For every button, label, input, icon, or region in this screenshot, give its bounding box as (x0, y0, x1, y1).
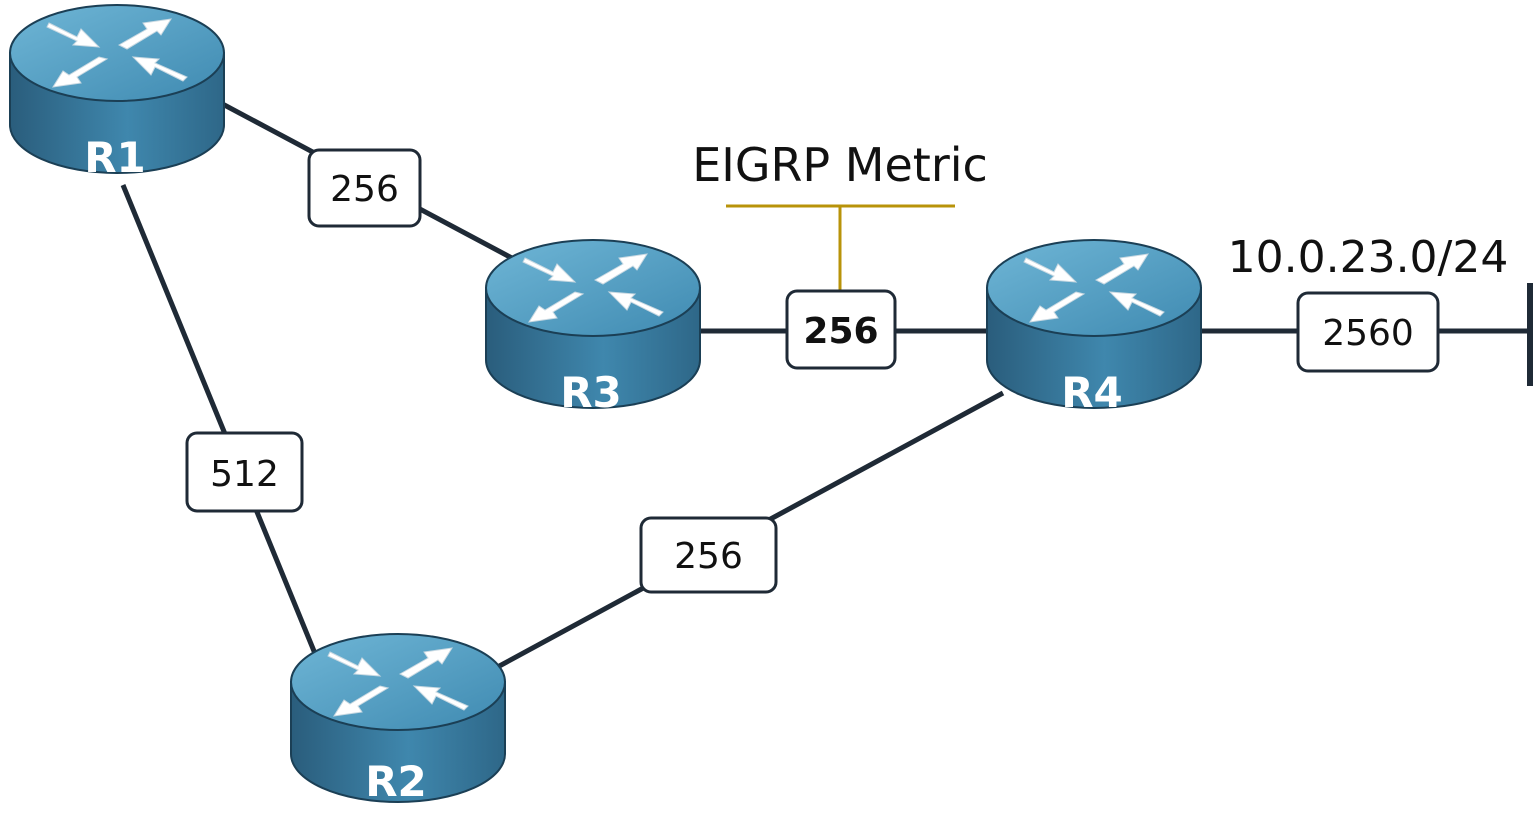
router-r1[interactable]: R1 (9, 4, 225, 182)
router-label: R1 (84, 133, 146, 182)
router-label: R3 (560, 368, 622, 417)
metric-callout: EIGRP Metric (692, 138, 988, 291)
router-r4[interactable]: R4 (986, 239, 1202, 417)
router-r3[interactable]: R3 (485, 239, 701, 417)
metric-value: 256 (330, 169, 399, 210)
metric-box-r1-r2: 512 (185, 431, 304, 513)
metric-box-r4-net: 2560 (1296, 291, 1440, 373)
router-r2[interactable]: R2 (290, 633, 506, 806)
network-prefix: 10.0.23.0/24 (1228, 232, 1509, 283)
metric-value: 256 (803, 311, 878, 352)
metric-box-r1-r3: 256 (307, 148, 422, 228)
metric-value: 2560 (1322, 313, 1414, 354)
callout-title: EIGRP Metric (692, 138, 988, 192)
router-label: R4 (1061, 368, 1123, 417)
link-r1-r2 (120, 184, 319, 657)
metric-value: 512 (210, 454, 279, 495)
metric-box-r3-r4: 256 (785, 289, 897, 370)
metric-box-r2-r4: 256 (639, 516, 778, 594)
metric-value: 256 (674, 536, 743, 577)
router-label: R2 (365, 757, 427, 806)
